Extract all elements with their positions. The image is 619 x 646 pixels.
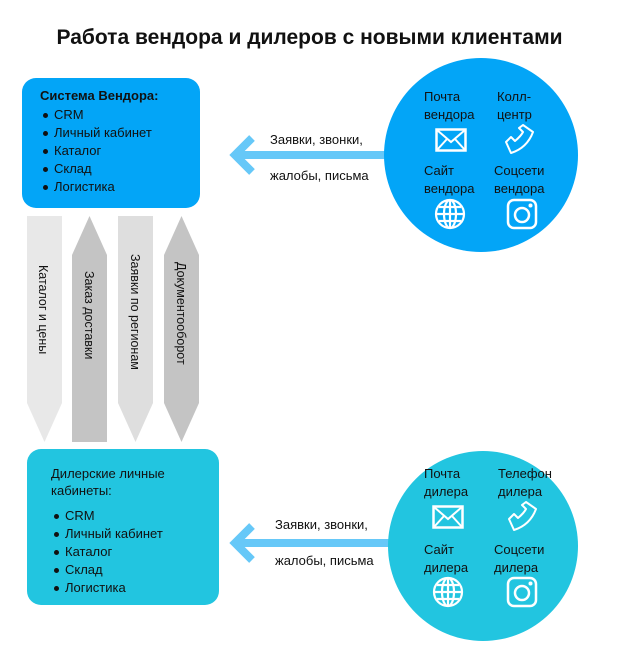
list-item: Логистика [43,178,182,196]
mail-icon [432,505,464,529]
list-item: CRM [54,507,195,525]
arrow-label: Документооборот [174,262,188,365]
arrow-both-docs [164,216,199,442]
channel-social: Соцсети вендора [494,162,544,198]
list-item: Каталог [43,142,182,160]
list-item: Каталог [54,543,195,561]
page-title: Работа вендора и дилеров с новыми клиент… [56,26,563,49]
channel-label: дилера [424,560,469,575]
list-item: CRM [43,106,182,124]
arrow-label: Каталог и цены [36,265,50,355]
channel-label: Соцсети [494,542,545,557]
list-item: Склад [43,160,182,178]
vendor-channels-circle: Почта вендора Колл-центр Сайт вендора Соцс… [384,58,578,252]
channel-site: Сайт вендора [424,162,474,198]
channel-label: центр [497,107,532,122]
channel-label: вендора [424,181,475,196]
channel-label: Телефон [498,466,552,481]
globe-icon [432,576,464,608]
list-item: Личный кабинет [43,124,182,142]
channel-phone: Телефон дилера [498,465,552,501]
flow-text: Заявки, звонки, [270,132,363,147]
channel-label: Колл- [497,89,532,104]
arrow-up-order [72,216,107,442]
vendor-heading: Система Вендора: [40,88,159,103]
list-item: Логистика [54,579,195,597]
instagram-icon [506,576,538,608]
flow-text: жалобы, письма [270,168,369,183]
channel-label: Почта [424,466,461,481]
arrow-left-vendor [229,135,386,175]
arrow-label: Заявки по регионам [128,254,142,370]
channel-label: Соцсети [494,163,545,178]
channel-label: Сайт [424,542,454,557]
channel-label: вендора [424,107,475,122]
channel-mail: Почта дилера [424,465,468,501]
channel-mail: Почта вендора [424,88,474,124]
mail-icon [435,128,467,152]
dealer-heading-2: кабинеты: [51,483,112,498]
dealer-cabinets-box: Дилерские личные кабинеты: CRM Личный каб… [27,449,219,605]
flow-text: Заявки, звонки, [275,517,368,532]
list-item: Склад [54,561,195,579]
channel-social: Соцсети дилера [494,541,544,577]
channel-label: дилера [494,560,539,575]
channel-label: Почта [424,89,461,104]
list-item: Личный кабинет [54,525,195,543]
arrow-label: Заказ доставки [82,271,96,360]
channel-label: дилера [498,484,543,499]
instagram-icon [506,198,538,230]
dealer-heading: Дилерские личные [51,466,165,481]
vendor-system-box: Система Вендора: CRM Личный кабинет Ката… [22,78,200,208]
arrow-down-catalog [27,216,62,442]
globe-icon [434,198,466,230]
phone-icon [505,124,534,154]
channel-phone: Колл-центр [497,88,532,124]
channel-site: Сайт дилера [424,541,468,577]
arrow-left-dealer [229,523,390,563]
channel-label: Сайт [424,163,454,178]
channel-label: вендора [494,181,545,196]
arrow-down-requests [118,216,153,442]
channel-label: дилера [424,484,469,499]
dealer-channels-circle: Почта дилера Телефон дилера Сайт дилера Соц… [388,451,578,641]
phone-icon [508,501,537,531]
flow-text: жалобы, письма [275,553,374,568]
